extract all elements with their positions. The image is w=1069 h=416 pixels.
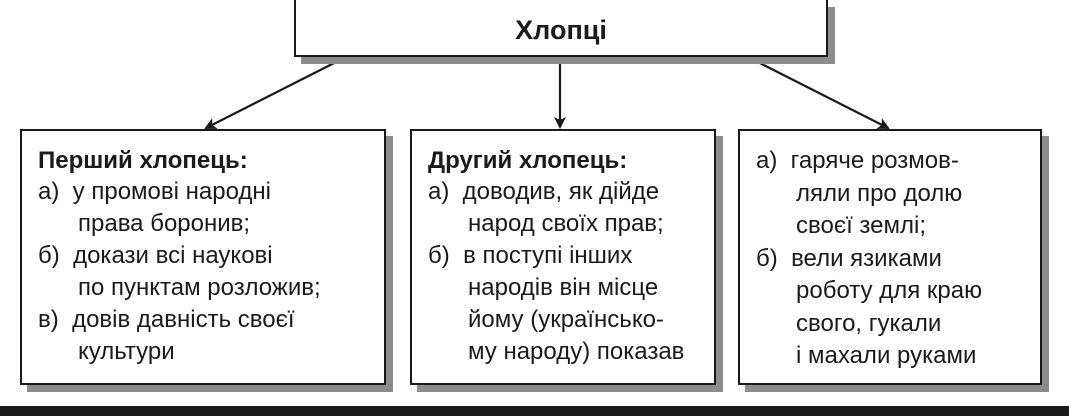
box-others: а) гаряче розмов- ляли про долю своєї зе… bbox=[738, 129, 1042, 385]
box-line: а) гаряче розмов- bbox=[756, 147, 959, 174]
box-line: б) вели язиками bbox=[756, 244, 942, 272]
box-line: свого, гукали bbox=[756, 309, 942, 337]
top-box: Хлопці bbox=[294, 0, 828, 57]
diagram-title: Хлопці bbox=[515, 15, 607, 45]
box-line: йому (українсько- bbox=[428, 306, 664, 333]
box-line: ляли про долю bbox=[756, 179, 963, 207]
arrow-right bbox=[747, 56, 890, 129]
box-line: а) у промові народні bbox=[38, 178, 271, 205]
box-line: культури bbox=[38, 338, 175, 365]
box-line: і махали руками bbox=[756, 342, 977, 369]
box-line: му народу) показав bbox=[428, 338, 685, 365]
box-line: своєї землі; bbox=[756, 212, 927, 239]
box-heading: Перший хлопець: bbox=[38, 147, 248, 174]
box-line: в) довів давність своєї bbox=[38, 306, 295, 333]
box-line: народів він місце bbox=[428, 274, 659, 301]
box-second-boy: Другий хлопець: а) доводив, як дійде нар… bbox=[410, 129, 716, 385]
box-line: а) доводив, як дійде bbox=[428, 178, 660, 205]
box-line: права боронив; bbox=[38, 210, 251, 237]
bottom-rule bbox=[0, 406, 1069, 416]
box-line: народ своїх прав; bbox=[428, 210, 664, 237]
box-heading: Другий хлопець: bbox=[428, 147, 628, 174]
box-line: б) в поступі інших bbox=[428, 242, 633, 269]
box-first-boy: Перший хлопець: а) у промові народні пра… bbox=[20, 129, 386, 385]
box-line: по пунктам розложив; bbox=[38, 274, 321, 301]
arrow-left bbox=[204, 56, 347, 129]
box-line: б) докази всі наукові bbox=[38, 242, 273, 269]
box-line: роботу для краю bbox=[756, 277, 983, 304]
